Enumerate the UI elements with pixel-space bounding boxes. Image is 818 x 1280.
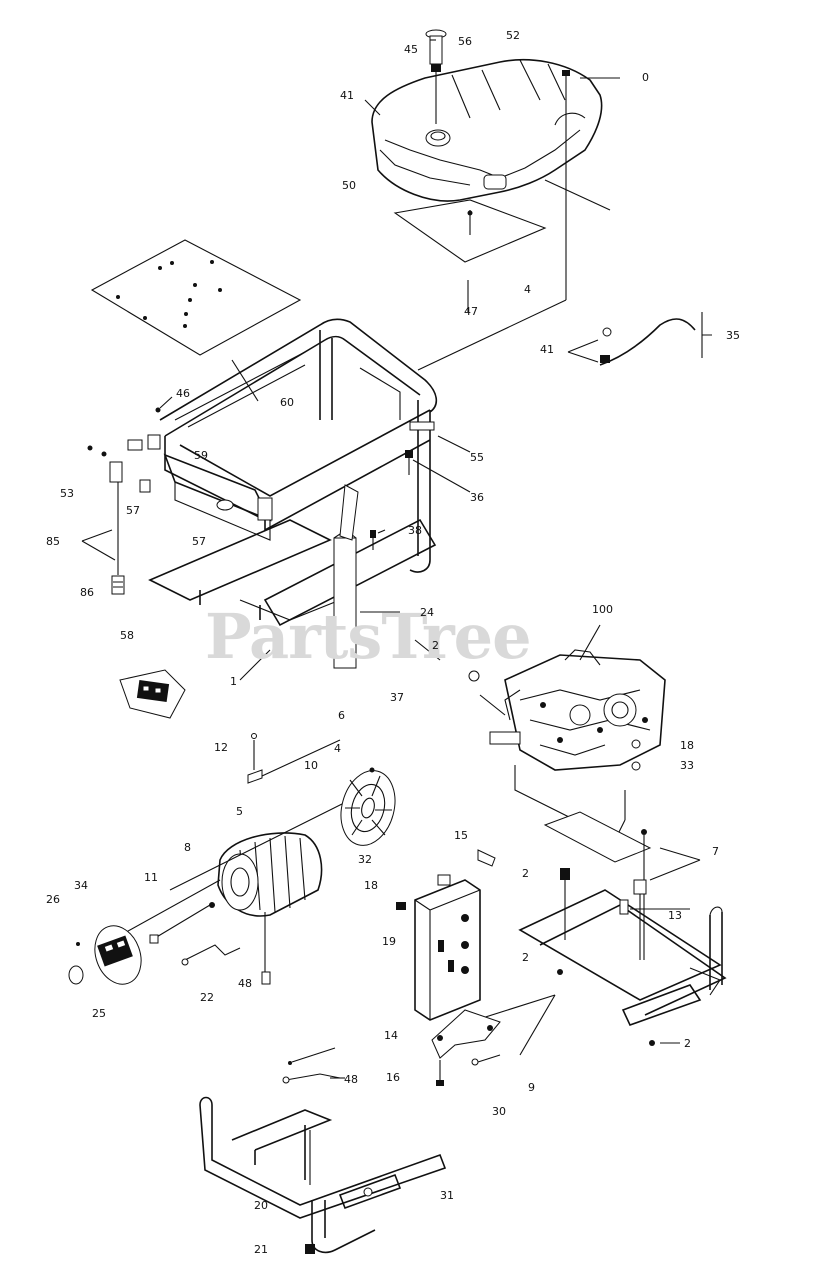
callout-52: 52	[506, 29, 520, 42]
callout-9: 9	[528, 1081, 535, 1094]
callout-41-fuel: 41	[540, 343, 554, 356]
callout-86: 86	[80, 586, 94, 599]
callout-6: 6	[338, 709, 345, 722]
callout-57-frame: 57	[192, 535, 206, 548]
callout-10: 10	[304, 759, 318, 772]
callout-31: 31	[440, 1189, 454, 1202]
callout-59: 59	[194, 449, 208, 462]
fuel-cap	[425, 29, 447, 124]
frame-cradle	[148, 318, 438, 627]
watermark: PartsTree	[205, 600, 532, 673]
callout-20: 20	[254, 1199, 268, 1212]
callout-18-muffler: 18	[364, 879, 378, 892]
callout-16: 16	[386, 1071, 400, 1084]
engine	[468, 649, 666, 771]
callout-24: 24	[420, 606, 434, 619]
callout-11: 11	[144, 871, 158, 884]
callout-30: 30	[492, 1105, 506, 1118]
callout-22: 22	[200, 991, 214, 1004]
base-frame	[475, 868, 727, 1046]
support-post	[333, 484, 400, 669]
control-panel-box	[163, 453, 273, 541]
callout-47: 47	[464, 305, 478, 318]
fuel-line	[567, 312, 712, 366]
callout-4: 4	[524, 283, 531, 296]
callout-46: 46	[176, 387, 190, 400]
callout-1: 1	[230, 675, 237, 688]
cooling-fan	[340, 767, 396, 846]
callout-2-mount: 2	[522, 867, 529, 880]
leader-lines	[81, 39, 690, 1079]
callout-100: 100	[592, 603, 613, 616]
callout-85: 85	[46, 535, 60, 548]
callout-8: 8	[184, 841, 191, 854]
callout-38: 38	[408, 524, 422, 537]
callout-48: 48	[238, 977, 252, 990]
callout-2: 2	[432, 639, 439, 652]
tank-pad	[393, 199, 547, 312]
callout-60: 60	[280, 396, 294, 409]
callout-55: 55	[470, 451, 484, 464]
thru-bolts	[149, 902, 241, 966]
callout-36: 36	[470, 491, 484, 504]
callout-2-foot: 2	[684, 1037, 691, 1050]
small-hardware	[282, 1047, 341, 1084]
callout-45: 45	[404, 43, 418, 56]
tank-bolt	[417, 70, 620, 371]
muffler-bracket	[431, 1009, 501, 1086]
callout-34: 34	[74, 879, 88, 892]
callout-58: 58	[120, 629, 134, 642]
callout-53: 53	[60, 487, 74, 500]
rotor-bolt	[247, 733, 341, 784]
callout-19: 19	[382, 935, 396, 948]
callout-18: 18	[680, 739, 694, 752]
callout-2-base: 2	[522, 951, 529, 964]
callout-26: 26	[46, 893, 60, 906]
engine-mount-bracket	[514, 765, 701, 960]
end-bell	[68, 925, 142, 985]
callout-4-rotor: 4	[334, 742, 341, 755]
muffler	[396, 849, 496, 1021]
callout-41: 41	[340, 89, 354, 102]
receptacle-parts	[87, 407, 435, 595]
handle-frame	[199, 1096, 447, 1254]
callout-12: 12	[214, 741, 228, 754]
callout-21: 21	[254, 1243, 268, 1256]
callout-5: 5	[236, 805, 243, 818]
callout-56: 56	[458, 35, 472, 48]
panel-plate	[90, 239, 302, 356]
fuel-tank	[371, 59, 603, 202]
callout-57: 57	[126, 504, 140, 517]
callout-35: 35	[726, 329, 740, 342]
callout-50: 50	[342, 179, 356, 192]
callout-25: 25	[92, 1007, 106, 1020]
callout-37: 37	[390, 691, 404, 704]
callout-7: 7	[712, 845, 719, 858]
alternator	[111, 799, 351, 985]
callout-14: 14	[384, 1029, 398, 1042]
callout-13: 13	[668, 909, 682, 922]
callout-48-lower: 48	[344, 1073, 358, 1086]
switch-module	[119, 669, 186, 719]
callout-32: 32	[358, 853, 372, 866]
callout-15: 15	[454, 829, 468, 842]
callout-33: 33	[680, 759, 694, 772]
callout-0: 0	[642, 71, 649, 84]
